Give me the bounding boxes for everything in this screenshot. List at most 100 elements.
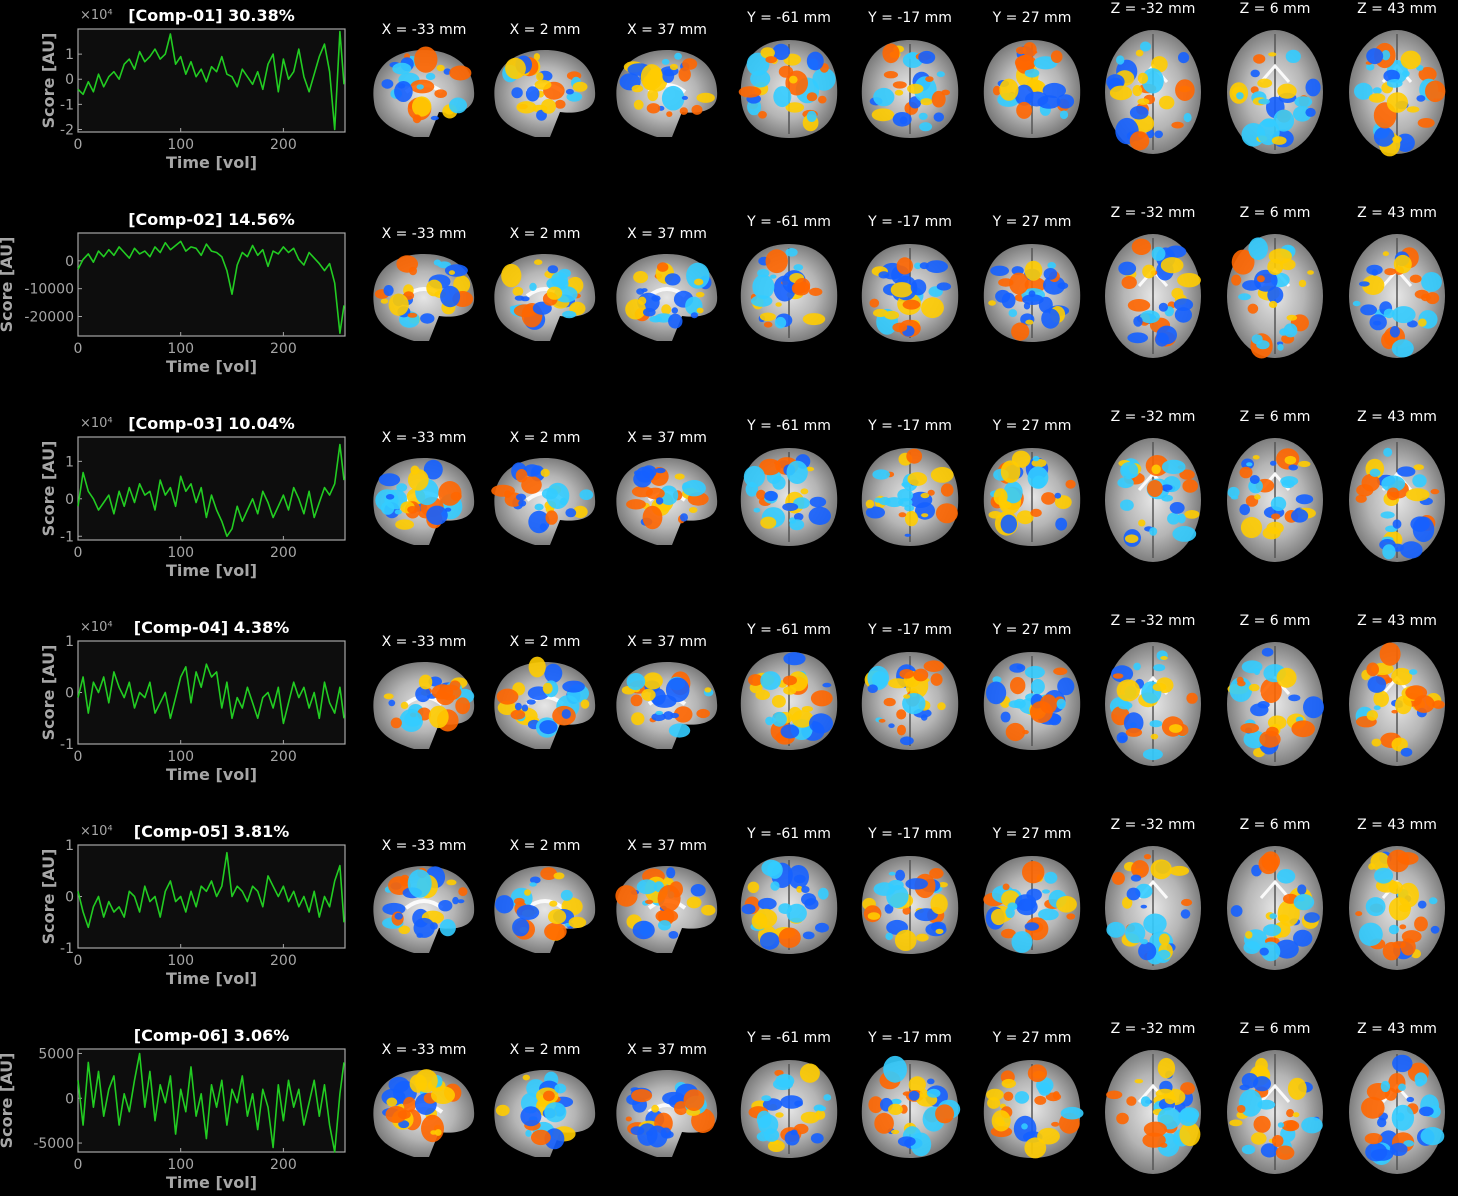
activation-blob bbox=[516, 904, 540, 920]
activation-blob bbox=[562, 680, 585, 693]
activation-blob bbox=[386, 1097, 398, 1107]
exponent-label: ×10⁴ bbox=[80, 620, 113, 635]
activation-blob bbox=[897, 488, 914, 502]
activation-blob bbox=[1286, 314, 1298, 321]
activation-blob bbox=[1125, 922, 1146, 944]
activation-blob bbox=[1259, 730, 1281, 748]
activation-blob bbox=[1260, 678, 1282, 703]
activation-blob bbox=[791, 710, 814, 728]
activation-blob bbox=[458, 887, 468, 897]
activation-blob bbox=[579, 489, 594, 500]
sagittal-slice bbox=[373, 1069, 475, 1157]
activation-blob bbox=[992, 85, 1001, 96]
activation-blob bbox=[1135, 49, 1144, 57]
activation-blob bbox=[670, 712, 679, 719]
activation-blob bbox=[1398, 1083, 1406, 1091]
activation-blob bbox=[1267, 286, 1284, 304]
activation-blob bbox=[515, 469, 528, 483]
activation-blob bbox=[1414, 289, 1429, 299]
activation-blob bbox=[1384, 268, 1396, 276]
activation-blob bbox=[1303, 696, 1324, 719]
y-tick-label: -1 bbox=[60, 941, 74, 957]
y-tick-label: 5000 bbox=[38, 1046, 74, 1062]
activation-blob bbox=[643, 672, 663, 690]
activation-blob bbox=[651, 295, 661, 302]
activation-blob bbox=[1034, 1095, 1047, 1105]
activation-blob bbox=[1252, 455, 1260, 460]
activation-blob bbox=[1243, 730, 1266, 749]
slice-label-axial: Z = 6 mm bbox=[1240, 1, 1311, 17]
activation-blob bbox=[674, 52, 682, 60]
activation-blob bbox=[669, 63, 678, 71]
activation-blob bbox=[898, 512, 907, 518]
axial-slice bbox=[1349, 30, 1446, 157]
plot-frame bbox=[77, 28, 346, 133]
activation-blob bbox=[1172, 526, 1197, 542]
activation-blob bbox=[615, 885, 638, 907]
activation-blob bbox=[1270, 460, 1277, 466]
activation-blob bbox=[1016, 101, 1032, 119]
activation-blob bbox=[995, 289, 1011, 303]
sagittal-slice bbox=[494, 866, 596, 953]
activation-blob bbox=[1239, 504, 1250, 516]
x-axis-label: Time [vol] bbox=[166, 561, 257, 580]
activation-blob bbox=[1271, 513, 1281, 520]
activation-blob bbox=[521, 475, 542, 494]
activation-blob bbox=[380, 501, 395, 515]
activation-blob bbox=[991, 908, 1007, 926]
activation-blob bbox=[1178, 52, 1190, 64]
activation-blob bbox=[1277, 343, 1284, 351]
activation-blob bbox=[873, 882, 896, 896]
activation-blob bbox=[1169, 502, 1185, 514]
activation-blob bbox=[1368, 93, 1386, 103]
activation-blob bbox=[674, 473, 685, 480]
x-tick-label: 0 bbox=[74, 341, 83, 357]
x-axis-label: Time [vol] bbox=[166, 969, 257, 988]
activation-blob bbox=[752, 274, 775, 299]
activation-blob bbox=[899, 116, 908, 125]
activation-blob bbox=[1011, 931, 1033, 953]
axial-slice bbox=[1349, 1050, 1445, 1174]
activation-blob bbox=[1238, 293, 1251, 301]
x-tick-label: 100 bbox=[167, 1157, 194, 1173]
activation-blob bbox=[695, 291, 705, 298]
activation-blob bbox=[1037, 1127, 1060, 1145]
slice-label-coronal: Y = -61 mm bbox=[746, 1030, 831, 1046]
activation-blob bbox=[1365, 1142, 1388, 1162]
activation-blob bbox=[1366, 63, 1375, 71]
activation-blob bbox=[491, 484, 515, 497]
activation-blob bbox=[904, 510, 919, 527]
activation-blob bbox=[438, 900, 453, 912]
activation-blob bbox=[1142, 264, 1156, 279]
activation-blob bbox=[1372, 87, 1382, 94]
activation-blob bbox=[1245, 931, 1253, 939]
slice-label-axial: Z = -32 mm bbox=[1111, 817, 1196, 833]
activation-blob bbox=[750, 70, 771, 88]
activation-blob bbox=[544, 1102, 567, 1123]
slice-label-sagittal: X = -33 mm bbox=[382, 1042, 467, 1058]
activation-blob bbox=[540, 468, 550, 477]
activation-blob bbox=[1358, 922, 1383, 946]
activation-blob bbox=[1055, 517, 1068, 531]
activation-blob bbox=[1362, 275, 1385, 295]
y-tick-label: 0 bbox=[65, 492, 74, 508]
activation-blob bbox=[753, 507, 761, 513]
slice-label-axial: Z = -32 mm bbox=[1111, 409, 1196, 425]
activation-blob bbox=[1151, 464, 1161, 475]
activation-blob bbox=[905, 878, 928, 890]
activation-blob bbox=[1001, 928, 1016, 939]
activation-blob bbox=[918, 50, 936, 64]
slice-label-sagittal: X = 2 mm bbox=[510, 634, 581, 650]
activation-blob bbox=[518, 500, 527, 507]
activation-blob bbox=[524, 889, 531, 896]
x-tick-label: 100 bbox=[167, 137, 194, 153]
activation-blob bbox=[1413, 464, 1424, 471]
y-tick-label: -5000 bbox=[33, 1136, 74, 1152]
activation-blob bbox=[812, 67, 836, 91]
x-tick-label: 200 bbox=[270, 137, 297, 153]
activation-blob bbox=[1374, 867, 1394, 884]
activation-blob bbox=[1432, 700, 1445, 709]
activation-blob bbox=[1127, 332, 1148, 344]
activation-blob bbox=[1360, 304, 1377, 316]
